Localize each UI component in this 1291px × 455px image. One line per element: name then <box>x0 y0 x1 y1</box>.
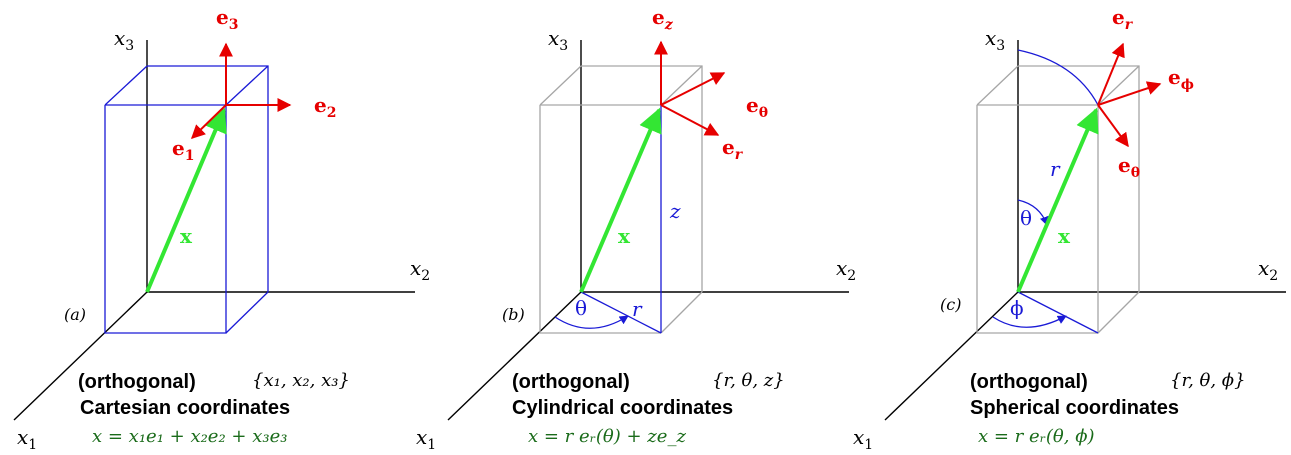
position-vector <box>145 107 227 293</box>
caption-system-name: Cartesian coordinates <box>80 397 290 419</box>
position-vector <box>1016 107 1099 293</box>
axis-label-x2: x2 <box>1258 256 1278 284</box>
axis-label-x1: x1 <box>853 425 873 453</box>
basis-ez-label: ez <box>652 5 674 33</box>
caption-coordinate-set: {r, θ, ϕ} <box>1170 370 1246 391</box>
basis-etheta-label: eθ <box>746 93 768 121</box>
axis-x1 <box>13 291 148 421</box>
r-label: r <box>632 297 643 321</box>
axis-label-x3: x3 <box>114 26 134 54</box>
basis-er-arrow <box>1097 42 1125 106</box>
position-formula: x = r eᵣ(θ, ϕ) <box>978 426 1095 447</box>
axis-x1 <box>447 291 582 421</box>
phi-arc <box>992 315 1067 328</box>
theta-arc <box>1017 199 1049 226</box>
caption-orthogonal: (orthogonal) <box>512 371 630 393</box>
position-formula: x = x₁e₁ + x₂e₂ + x₃e₃ <box>92 426 287 447</box>
panel-label: (a) <box>64 305 86 324</box>
caption-coordinate-set: {x₁, x₂, x₃} <box>252 370 350 391</box>
z-label: z <box>669 199 681 223</box>
basis-etheta-arrow <box>660 72 726 106</box>
caption-coordinate-set: {r, θ, z} <box>712 370 785 391</box>
axis-label-x2: x2 <box>836 256 856 284</box>
axis-label-x2: x2 <box>410 256 430 284</box>
vector-x-label: x <box>618 224 631 248</box>
panel-cartesian <box>13 40 415 421</box>
panel-cylindrical <box>447 40 849 421</box>
theta-label: θ <box>575 296 587 320</box>
basis-ephi-arrow <box>1097 81 1162 106</box>
cartesian-box <box>104 65 269 334</box>
basis-ephi-label: eϕ <box>1168 65 1194 93</box>
basis-etheta-arrow <box>1097 104 1129 148</box>
r-label: r <box>1050 157 1061 181</box>
axis-label-x3: x3 <box>548 26 568 54</box>
basis-e1-arrow <box>190 104 227 139</box>
vector-x-label: x <box>180 224 193 248</box>
panel-spherical <box>884 40 1286 421</box>
axis-label-x3: x3 <box>985 26 1005 54</box>
basis-e3-label: e3 <box>216 5 238 33</box>
basis-er-label: er <box>722 135 744 163</box>
basis-er-label: er <box>1112 5 1134 33</box>
axis-label-x1: x1 <box>17 425 37 453</box>
basis-etheta-label: eθ <box>1118 153 1140 181</box>
theta-label: θ <box>1020 206 1032 230</box>
r-projection-line <box>1017 291 1099 334</box>
caption-system-name: Cylindrical coordinates <box>512 397 733 419</box>
r-projection-line <box>580 291 662 334</box>
panel-label: (b) <box>502 305 525 324</box>
meridian-arc <box>1017 49 1099 106</box>
vector-x-label: x <box>1058 224 1071 248</box>
cylindrical-box <box>539 65 703 334</box>
phi-label: ϕ <box>1010 296 1024 320</box>
position-formula: x = r eᵣ(θ) + ze_z <box>528 426 686 447</box>
spherical-box <box>976 65 1140 334</box>
basis-e1-label: e1 <box>172 136 194 164</box>
position-vector <box>579 107 662 293</box>
panel-label: (c) <box>940 295 961 314</box>
axis-x1 <box>884 291 1019 421</box>
axis-label-x1: x1 <box>416 425 436 453</box>
theta-arc <box>554 315 629 329</box>
caption-orthogonal: (orthogonal) <box>78 371 196 393</box>
caption-system-name: Spherical coordinates <box>970 397 1179 419</box>
caption-orthogonal: (orthogonal) <box>970 371 1088 393</box>
basis-er-arrow <box>660 104 720 136</box>
basis-e2-label: e2 <box>314 93 336 121</box>
